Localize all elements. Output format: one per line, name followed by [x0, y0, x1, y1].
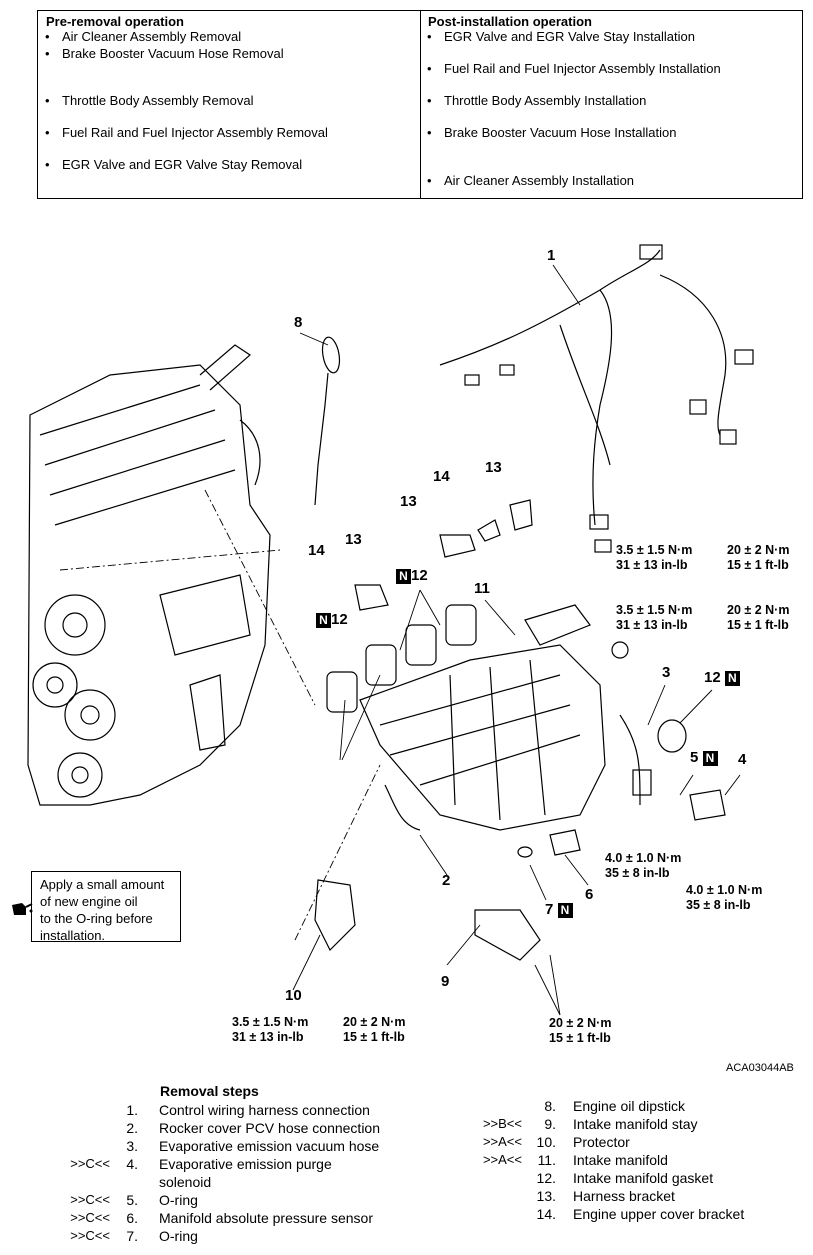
harness-brackets: [354, 499, 533, 611]
hoses: [384, 714, 652, 831]
n-badge: N: [316, 612, 331, 628]
callout-14b: 14: [308, 542, 325, 559]
pre-removal-column: Pre-removal operation Air Cleaner Assemb…: [45, 14, 328, 172]
list-item: Throttle Body Assembly Removal: [45, 93, 253, 108]
wiring-harness: [439, 244, 754, 553]
post-installation-heading: Post-installation operation: [428, 14, 592, 29]
callout-10: 10: [285, 987, 302, 1004]
manifold-stay: [474, 909, 541, 961]
oil-note: Apply a small amount of new engine oil t…: [31, 871, 181, 943]
list-item: Fuel Rail and Fuel Injector Assembly Ins…: [427, 61, 721, 76]
leader-lines: [59, 264, 741, 1016]
callout-5: 5 N: [690, 749, 718, 766]
n-badge: N: [724, 670, 740, 686]
list-item: Air Cleaner Assembly Installation: [427, 173, 634, 188]
callout-4: 4: [738, 751, 747, 768]
n-badge: N: [702, 750, 718, 766]
diagram-drawing: [27, 244, 754, 1016]
list-item: Brake Booster Vacuum Hose Installation: [427, 125, 676, 140]
list-item: EGR Valve and EGR Valve Stay Removal: [45, 157, 302, 172]
operations-table: Pre-removal operation Air Cleaner Assemb…: [37, 10, 803, 199]
callout-1: 1: [547, 247, 556, 264]
callout-9: 9: [441, 973, 450, 990]
oil-dipstick: [314, 336, 341, 506]
intake-manifold: [359, 604, 629, 831]
list-item: Fuel Rail and Fuel Injector Assembly Rem…: [45, 125, 328, 140]
map-sensor: [517, 829, 581, 858]
callout-13a: 13: [485, 459, 502, 476]
list-item: EGR Valve and EGR Valve Stay Installatio…: [427, 29, 695, 44]
callout-7: 7 N: [545, 901, 573, 918]
callout-14a: 14: [433, 468, 450, 485]
callout-3: 3: [662, 664, 671, 681]
callout-13c: 13: [345, 531, 362, 548]
callout-12c: 12 N: [704, 669, 740, 686]
post-installation-column: Post-installation operation EGR Valve an…: [427, 14, 721, 188]
table-divider: [420, 11, 421, 198]
engine-block: [27, 344, 271, 806]
callout-2: 2: [442, 872, 451, 889]
callout-8: 8: [294, 314, 303, 331]
removal-steps-heading: Removal steps: [160, 1083, 259, 1099]
protector: [314, 879, 356, 952]
list-item: Throttle Body Assembly Installation: [427, 93, 646, 108]
purge-solenoid: [689, 789, 726, 821]
list-item: Air Cleaner Assembly Removal: [45, 29, 241, 44]
callout-6: 6: [585, 886, 594, 903]
manifold-gaskets: [326, 604, 687, 753]
pre-removal-heading: Pre-removal operation: [46, 14, 184, 29]
n-badge: N: [396, 568, 411, 584]
figure-code: ACA03044AB: [726, 1062, 794, 1074]
callout-13b: 13: [400, 493, 417, 510]
callout-11: 11: [474, 580, 490, 597]
n-badge: N: [557, 902, 573, 918]
list-item: Brake Booster Vacuum Hose Removal: [45, 46, 284, 61]
